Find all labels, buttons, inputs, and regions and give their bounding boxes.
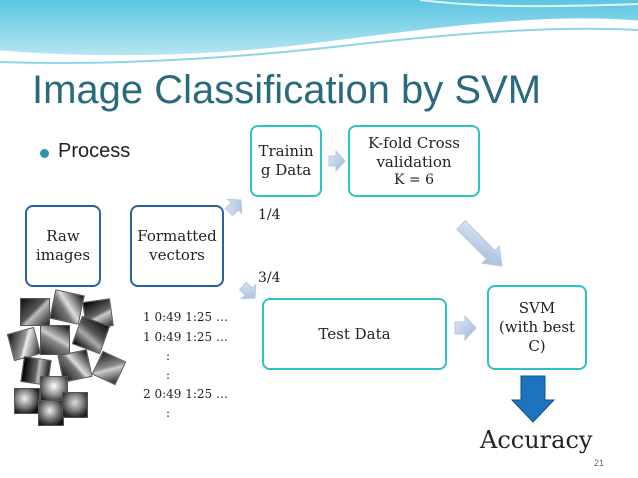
bullet-icon [40,149,49,158]
slide-title: Image Classification by SVM [32,68,542,112]
arrow-to-training [224,198,243,217]
svm-line2: (with best [498,318,576,336]
vector-line-1: 1 0:49 1:25 … [143,310,228,324]
thumbnail-image [14,388,40,414]
split-three-quarter-label: 3/4 [258,270,281,286]
kfold-line2: validation [376,153,452,171]
thumbnail-image [38,400,64,426]
bullet-process: Process [58,140,131,162]
split-quarter-label: 1/4 [258,207,281,223]
accuracy-label: Accuracy [480,426,593,454]
arrow-kfold-to-svm [456,220,503,267]
slide-number: 21 [594,458,605,468]
training-data-line1: Trainin [258,142,314,160]
header-wave-decoration [0,0,638,80]
formatted-vectors-line2: vectors [149,246,205,264]
thumbnail-image [62,392,88,418]
thumbnail-image [40,325,70,355]
vector-line-3: : [166,349,171,363]
arrow-training-to-kfold [328,149,346,173]
thumbnail-image [91,350,127,386]
kfold-k-value: K = 6 [393,172,434,188]
vector-line-5: 2 0:49 1:25 … [143,387,228,401]
arrow-down-to-accuracy [510,375,556,423]
vector-line-4: : [166,368,171,382]
svm-line1: SVM [518,299,556,317]
raw-images-line1: Raw [46,227,80,245]
thumbnail-image [20,298,50,326]
training-data-line2: g Data [260,161,312,179]
svm-line3: C) [528,337,546,355]
test-data-box: Test Data [262,298,447,370]
formatted-vectors-line1: Formatted [137,227,217,245]
vector-line-2: 1 0:49 1:25 … [143,330,228,344]
test-data-label: Test Data [318,324,391,343]
arrow-test-to-svm [454,314,477,342]
kfold-line1: K-fold Cross [367,134,460,152]
raw-images-line2: images [35,246,91,264]
vector-line-6: : [166,406,171,420]
